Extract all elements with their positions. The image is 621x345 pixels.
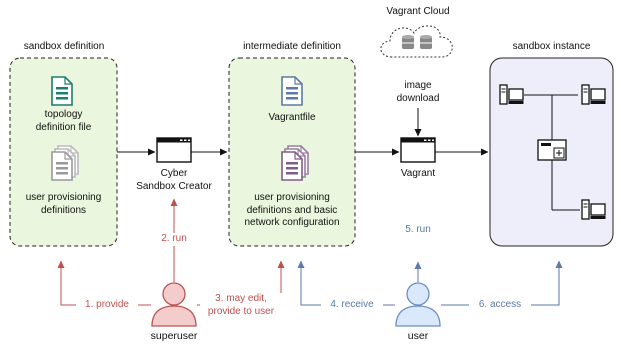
application-window-icon: [400, 137, 436, 163]
superuser-label: superuser: [150, 330, 198, 342]
user-provisioning-network-label: user provisioning definitions and basic …: [244, 192, 340, 228]
database-icon: [420, 35, 432, 49]
database-icon: [402, 35, 414, 49]
run-step-2-label: 2. run: [153, 233, 195, 246]
cloud-icon: [380, 25, 453, 58]
cyber-sandbox-creator-label: Cyber Sandbox Creator: [136, 168, 212, 192]
access-step-6-label: 6. access: [469, 299, 531, 312]
receive-step-4-label: 4. receive: [321, 299, 383, 312]
document-stack-gray-icon: [51, 145, 79, 181]
run-step-5-label: 5. run: [397, 224, 439, 237]
sandbox-instance-title: sandbox instance: [512, 41, 591, 52]
user-label: user: [407, 330, 429, 342]
superuser-person-icon: [151, 282, 197, 327]
router-icon: [537, 139, 567, 161]
main-flow-arrows: [117, 108, 489, 156]
user-provisioning-label: user provisioning definitions: [25, 192, 102, 216]
document-stack-purple-icon: [281, 145, 309, 181]
topology-definition-label: topology definition file: [35, 109, 92, 133]
sandbox-definition-title: sandbox definition: [23, 41, 105, 52]
document-green-icon: [51, 76, 73, 106]
vagrantfile-label: Vagrantfile: [268, 112, 316, 123]
vagrant-label: Vagrant: [400, 168, 436, 179]
network-links: [524, 94, 580, 211]
vagrant-cloud-title: Vagrant Cloud: [386, 6, 450, 17]
image-download-label: image download: [388, 80, 448, 105]
application-window-icon: [156, 137, 192, 163]
intermediate-definition-title: intermediate definition: [243, 41, 341, 52]
user-person-icon: [395, 282, 441, 327]
document-blue-icon: [281, 76, 303, 106]
may-edit-step-3-label: 3. may edit, provide to user: [200, 293, 282, 318]
provide-step-1-label: 1. provide: [76, 299, 138, 312]
